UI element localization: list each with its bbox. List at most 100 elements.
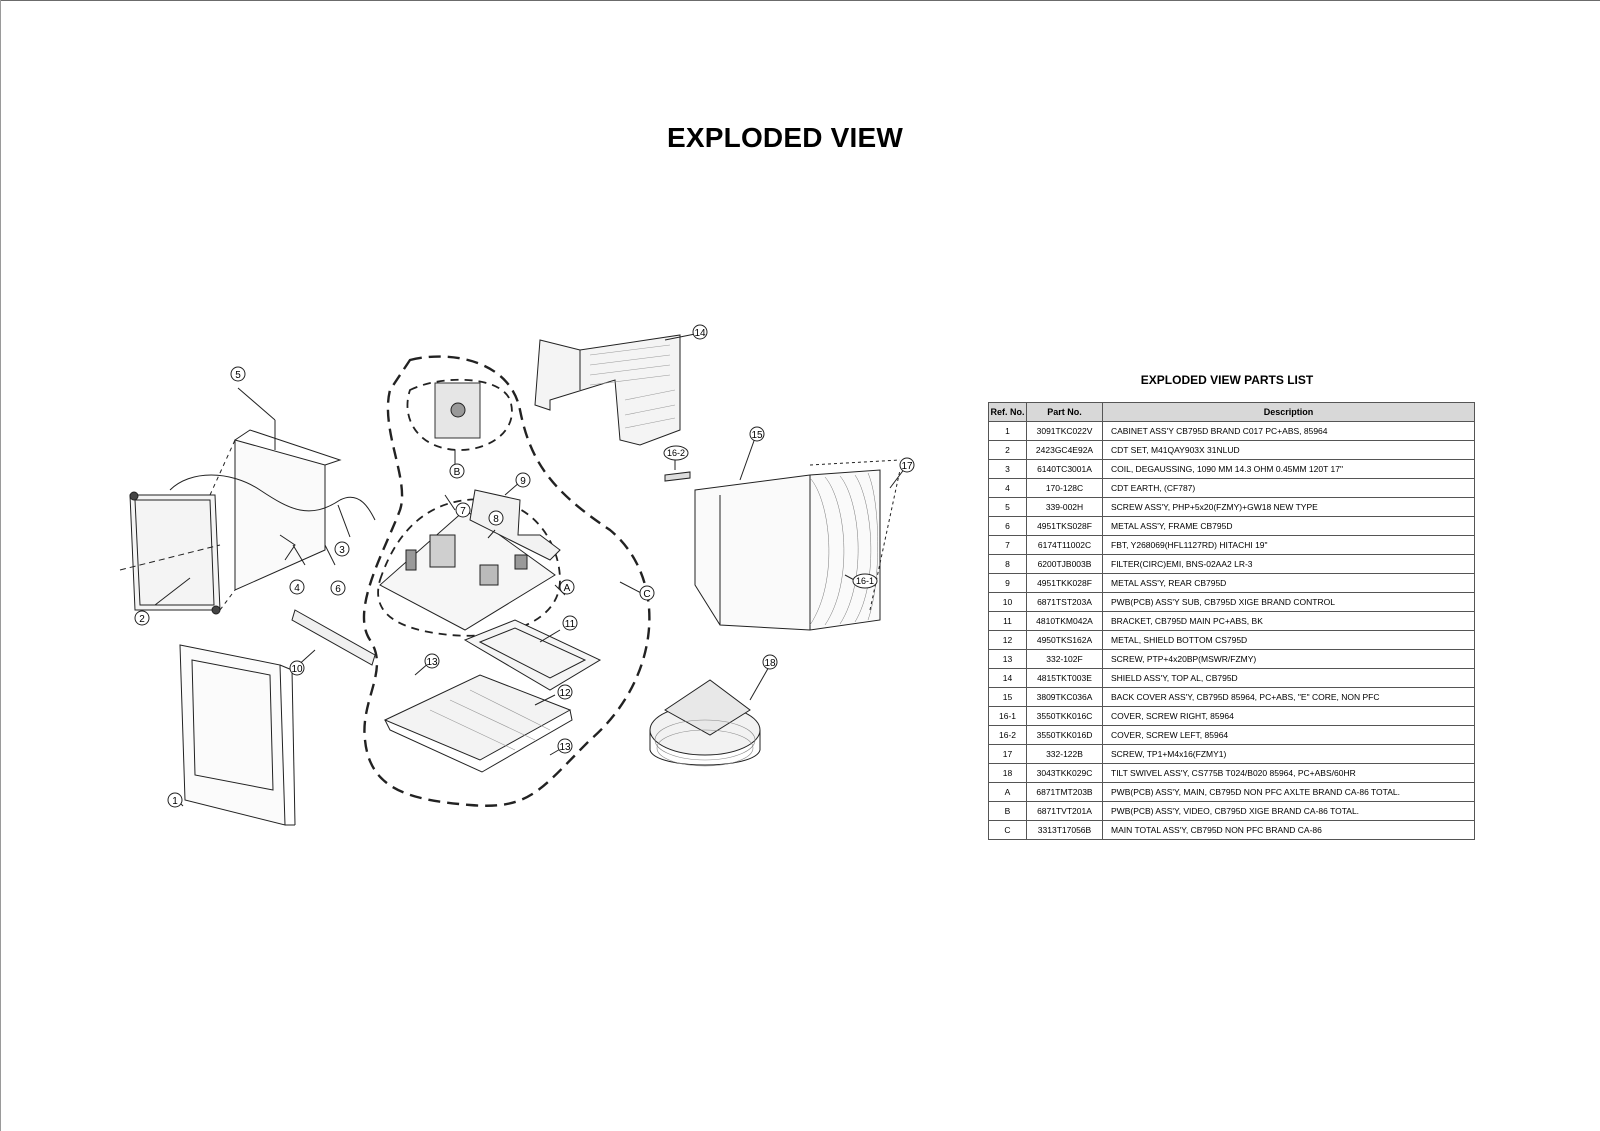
- callout-16-2-label: 16-2: [667, 448, 685, 458]
- part-no-cell: 3550TKK016D: [1026, 725, 1103, 745]
- ref-no-cell: 12: [988, 630, 1027, 650]
- callout-15-label: 15: [751, 430, 763, 441]
- ref-no-cell: C: [988, 820, 1027, 840]
- ref-no-cell: 10: [988, 592, 1027, 612]
- callout-4-label: 4: [294, 583, 300, 594]
- callout-7: 7: [455, 502, 471, 518]
- description-cell: PWB(PCB) ASS'Y SUB, CB795D XIGE BRAND CO…: [1102, 592, 1475, 612]
- callout-10-label: 10: [291, 664, 303, 675]
- description-cell: SCREW, PTP+4x20BP(MSWR/FZMY): [1102, 649, 1475, 669]
- callout-c-label: C: [643, 589, 650, 600]
- main-board-boundary: [377, 498, 561, 637]
- description-cell: METAL ASS'Y, REAR CB795D: [1102, 573, 1475, 593]
- ref-no-cell: 5: [988, 497, 1027, 517]
- part-no-cell: 332-122B: [1026, 744, 1103, 764]
- callout-18-label: 18: [764, 658, 776, 669]
- parts-table-header: Ref. No. Part No. Description: [988, 402, 1475, 422]
- part-no-cell: 6871TVT201A: [1026, 801, 1103, 821]
- callout-b: B: [449, 463, 465, 479]
- description-header: Description: [1102, 402, 1475, 422]
- part-no-cell: 6200TJB003B: [1026, 554, 1103, 574]
- callout-16-1: 16-1: [852, 573, 878, 589]
- description-cell: SCREW, TP1+M4x16(FZMY1): [1102, 744, 1475, 764]
- description-cell: PWB(PCB) ASS'Y, MAIN, CB795D NON PFC AXL…: [1102, 782, 1475, 802]
- description-cell: FILTER(CIRC)EMI, BNS-02AA2 LR-3: [1102, 554, 1475, 574]
- parts-list-title: EXPLODED VIEW PARTS LIST: [1140, 373, 1314, 387]
- description-cell: COVER, SCREW LEFT, 85964: [1102, 725, 1475, 745]
- description-cell: COIL, DEGAUSSING, 1090 MM 14.3 OHM 0.45M…: [1102, 459, 1475, 479]
- ref-no-cell: 1: [988, 421, 1027, 441]
- callout-11-label: 11: [565, 619, 576, 630]
- callout-16-2: 16-2: [663, 445, 689, 461]
- part-no-cell: 339-002H: [1026, 497, 1103, 517]
- description-cell: CABINET ASS'Y CB795D BRAND C017 PC+ABS, …: [1102, 421, 1475, 441]
- description-cell: BRACKET, CB795D MAIN PC+ABS, BK: [1102, 611, 1475, 631]
- callout-3-label: 3: [339, 545, 345, 556]
- callout-2-label: 2: [139, 614, 145, 625]
- callout-5: 5: [230, 366, 246, 382]
- ref-no-cell: 16-1: [988, 706, 1027, 726]
- page-border-left: [0, 0, 1, 1131]
- part-no-cell: 3043TKK029C: [1026, 763, 1103, 783]
- ref-no-cell: 17: [988, 744, 1027, 764]
- ref-no-cell: 7: [988, 535, 1027, 555]
- ref-no-cell: 14: [988, 668, 1027, 688]
- description-cell: PWB(PCB) ASS'Y, VIDEO, CB795D XIGE BRAND…: [1102, 801, 1475, 821]
- ref-no-header: Ref. No.: [988, 402, 1027, 422]
- callout-12-label: 12: [559, 688, 571, 699]
- part-no-cell: 6871TMT203B: [1026, 782, 1103, 802]
- callout-17: 17: [899, 457, 915, 473]
- ref-no-cell: 13: [988, 649, 1027, 669]
- part-no-cell: 332-102F: [1026, 649, 1103, 669]
- description-cell: SCREW ASS'Y, PHP+5x20(FZMY)+GW18 NEW TYP…: [1102, 497, 1475, 517]
- callout-8-label: 8: [493, 514, 499, 525]
- callout-13-bottom: 13: [557, 738, 573, 754]
- part-no-cell: 4951TKK028F: [1026, 573, 1103, 593]
- part-no-cell: 6174T11002C: [1026, 535, 1103, 555]
- assembly-boundary-c: [362, 355, 651, 807]
- ref-no-cell: 6: [988, 516, 1027, 536]
- description-cell: COVER, SCREW RIGHT, 85964: [1102, 706, 1475, 726]
- callout-2: 2: [134, 610, 150, 626]
- callout-9-label: 9: [520, 476, 526, 487]
- callout-8: 8: [488, 510, 504, 526]
- description-cell: MAIN TOTAL ASS'Y, CB795D NON PFC BRAND C…: [1102, 820, 1475, 840]
- part-no-cell: 4815TKT003E: [1026, 668, 1103, 688]
- callout-a-label: A: [564, 583, 571, 594]
- ref-no-cell: 2: [988, 440, 1027, 460]
- callout-1-label: 1: [172, 796, 178, 807]
- description-cell: BACK COVER ASS'Y, CB795D 85964, PC+ABS, …: [1102, 687, 1475, 707]
- ref-no-cell: 15: [988, 687, 1027, 707]
- callout-18: 18: [762, 654, 778, 670]
- ref-no-cell: 11: [988, 611, 1027, 631]
- page-title: EXPLODED VIEW: [667, 122, 903, 153]
- description-cell: METAL ASS'Y, FRAME CB795D: [1102, 516, 1475, 536]
- description-cell: METAL, SHIELD BOTTOM CS795D: [1102, 630, 1475, 650]
- description-cell: TILT SWIVEL ASS'Y, CS775B T024/B020 8596…: [1102, 763, 1475, 783]
- part-no-cell: 4951TKS028F: [1026, 516, 1103, 536]
- callout-15: 15: [749, 426, 765, 442]
- ref-no-cell: 9: [988, 573, 1027, 593]
- ref-no-cell: B: [988, 801, 1027, 821]
- video-board-boundary: [406, 378, 513, 451]
- callout-7-label: 7: [460, 506, 466, 517]
- part-no-cell: 3313T17056B: [1026, 820, 1103, 840]
- part-no-cell: 4810TKM042A: [1026, 611, 1103, 631]
- callout-13-top-label: 13: [426, 657, 438, 668]
- ref-no-cell: 8: [988, 554, 1027, 574]
- callout-13-top: 13: [424, 653, 440, 669]
